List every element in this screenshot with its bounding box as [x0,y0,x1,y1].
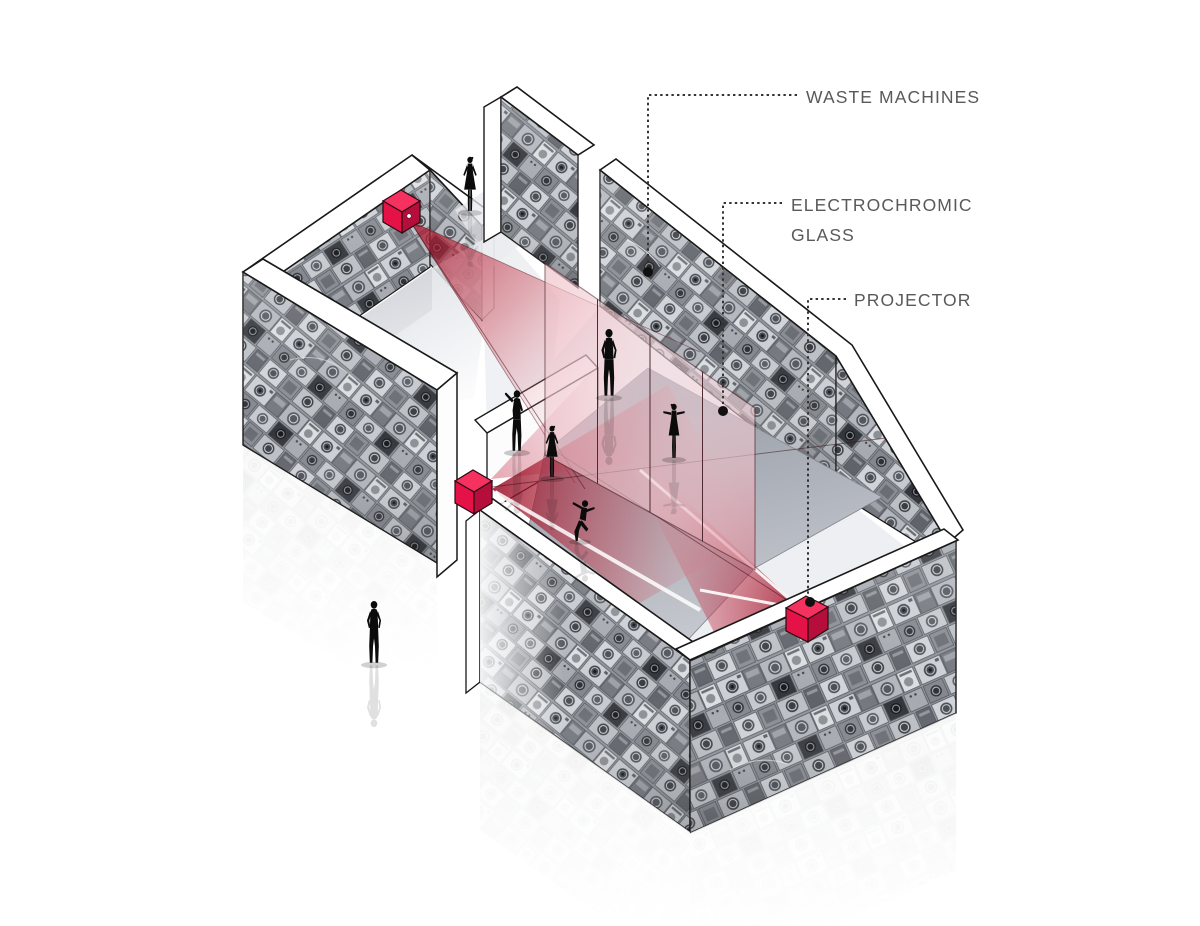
glass-wall-nw [544,261,756,572]
callouts [643,94,846,607]
room-b-wall-sw [465,497,705,834]
person-man-pointing [504,390,530,513]
leader-dot-waste-machines [643,267,653,277]
waste-machines-wall-main [598,158,965,564]
projectors [381,189,830,644]
projector-cube-middle [453,469,494,516]
projector-cube-wall [381,189,422,235]
projector-lens [406,213,412,219]
person-man-standing-tall [596,329,622,465]
room-a-volume [241,153,496,726]
person-woman-standing-top [458,156,482,267]
people [361,156,686,727]
leader-dot-electrochromic-glass [718,406,728,416]
projector-cube-corner [784,595,830,644]
label-waste-machines: WASTE MACHINES [806,87,980,107]
label-electrochromic: ELECTROCHROMIC [791,195,973,215]
person-woman-walking [540,425,564,531]
room-a-end-column [436,371,458,579]
person-woman-arms-out [662,403,686,514]
person-child-running [569,500,595,581]
label-projector: PROJECTOR [854,290,972,310]
leader-projector [807,298,846,595]
leader-dot-projector [805,597,815,607]
room-b-front-walls [465,497,960,926]
person-man-standing-alone [361,600,387,727]
room-a-reflection [243,445,437,726]
label-glass: GLASS [791,225,855,245]
room-b-wall-se [674,528,960,835]
room-b-reflection [480,682,956,926]
